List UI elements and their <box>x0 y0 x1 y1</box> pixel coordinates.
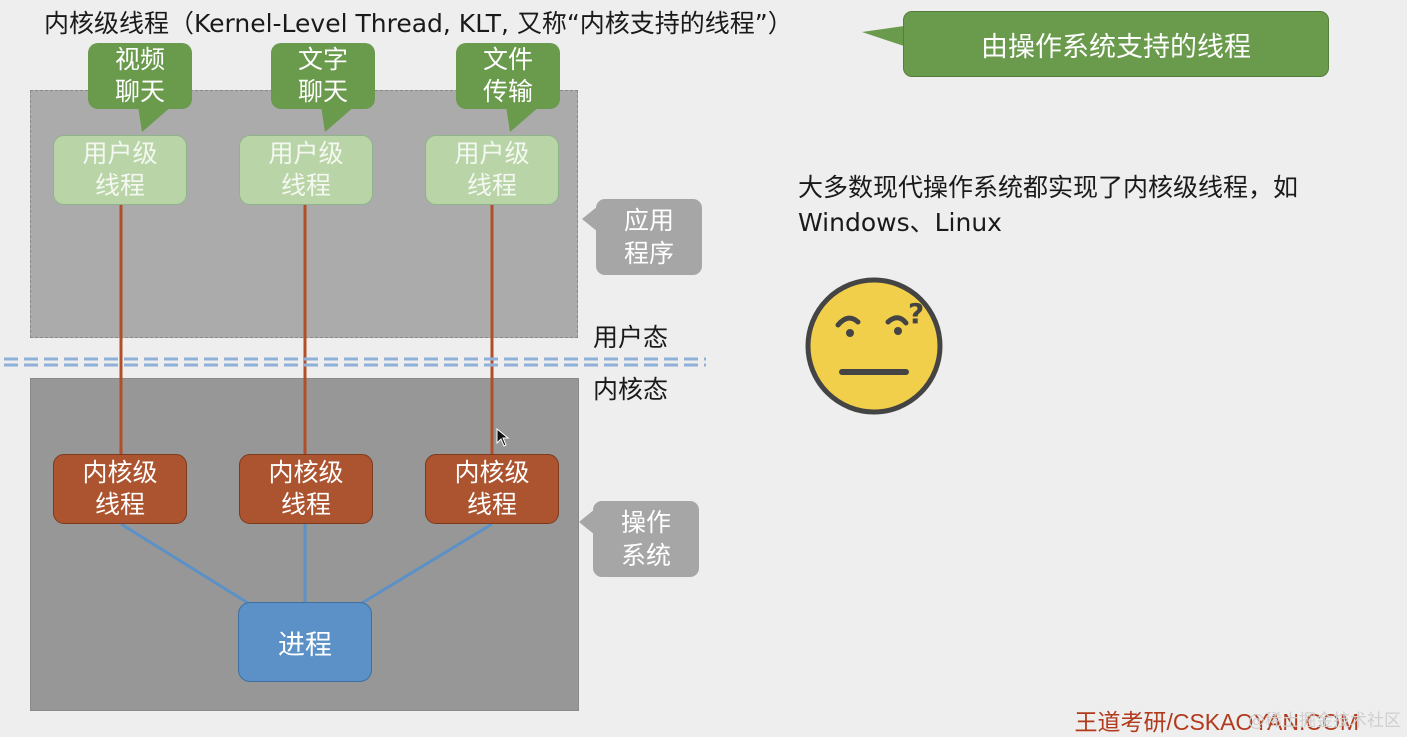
klt-line: 线程 <box>280 490 331 519</box>
tag-pointer <box>582 206 598 232</box>
page-title: 内核级线程（Kernel-Level Thread, KLT, 又称“内核支持的… <box>44 9 793 38</box>
app-bubble-file-transfer: 文件传输 <box>456 43 560 109</box>
ult-line: 线程 <box>466 171 517 200</box>
bubble-line: 聊天 <box>297 77 348 106</box>
user-level-thread-3: 用户级线程 <box>425 135 559 205</box>
os-tag: 操作系统 <box>593 501 699 577</box>
kernel-level-thread-1: 内核级线程 <box>53 454 187 524</box>
klt-line: 内核级 <box>454 458 530 487</box>
bubble-line: 聊天 <box>114 77 165 106</box>
klt-line: 线程 <box>94 490 145 519</box>
klt-line: 内核级 <box>268 458 344 487</box>
description: 大多数现代操作系统都实现了内核级线程，如 Windows、Linux <box>798 170 1398 240</box>
link-kernel-process-1 <box>120 522 249 605</box>
ult-line: 用户级 <box>82 139 158 168</box>
kernel-mode-label: 内核态 <box>593 375 669 404</box>
faint-watermark: @稀土掘金技术社区 <box>1248 711 1401 731</box>
ult-line: 用户级 <box>454 139 530 168</box>
application-tag: 应用程序 <box>596 199 702 275</box>
tag-pointer <box>579 509 595 535</box>
bubble-pointer <box>138 106 172 132</box>
bubble-line: 文字 <box>297 45 348 74</box>
user-mode-label: 用户态 <box>593 323 669 352</box>
bubble-pointer <box>321 106 355 132</box>
link-kernel-process-3 <box>361 522 493 605</box>
ult-line: 线程 <box>280 171 331 200</box>
tag-line: 操作 <box>620 508 671 537</box>
mouse-pointer-icon <box>496 428 510 447</box>
klt-line: 线程 <box>466 490 517 519</box>
user-level-thread-1: 用户级线程 <box>53 135 187 205</box>
ult-line: 用户级 <box>268 139 344 168</box>
callout-pointer <box>862 26 904 46</box>
klt-line: 内核级 <box>82 458 158 487</box>
user-level-thread-2: 用户级线程 <box>239 135 373 205</box>
kernel-level-thread-2: 内核级线程 <box>239 454 373 524</box>
process-box: 进程 <box>238 602 372 682</box>
bubble-line: 视频 <box>114 45 165 74</box>
app-bubble-video-chat: 视频聊天 <box>88 43 192 109</box>
callout-box: 由操作系统支持的线程 <box>903 11 1329 77</box>
tag-line: 程序 <box>623 239 674 268</box>
kernel-level-thread-3: 内核级线程 <box>425 454 559 524</box>
confused-face-icon: ? <box>805 277 943 415</box>
description-line-2: Windows、Linux <box>798 208 1002 237</box>
connector-lines <box>4 205 706 605</box>
tag-line: 系统 <box>620 541 671 570</box>
bubble-line: 文件 <box>482 45 533 74</box>
ult-line: 线程 <box>94 171 145 200</box>
bubble-line: 传输 <box>482 77 533 106</box>
app-bubble-text-chat: 文字聊天 <box>271 43 375 109</box>
description-line-1: 大多数现代操作系统都实现了内核级线程，如 <box>798 173 1299 202</box>
bubble-pointer <box>506 106 540 132</box>
tag-line: 应用 <box>623 206 674 235</box>
svg-text:?: ? <box>908 297 924 330</box>
